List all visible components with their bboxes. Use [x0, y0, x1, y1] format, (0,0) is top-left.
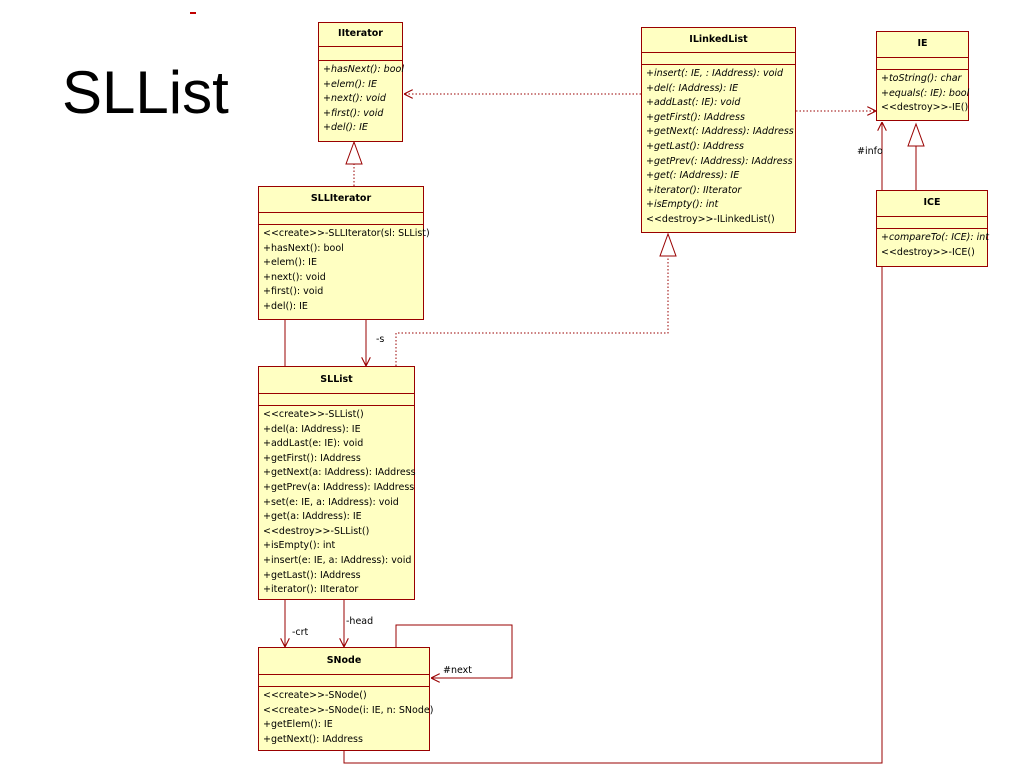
red-dash-mark [190, 12, 196, 14]
operation-item: +getFirst(): IAddress [263, 452, 361, 464]
class-ice-attributes [877, 217, 987, 229]
class-ie[interactable]: IE +toString(): char +equals(: IE): bool <… [876, 31, 969, 121]
class-sllist-attributes [259, 394, 414, 406]
class-ice[interactable]: ICE +compareTo(: ICE): int <<destroy>>-IC… [876, 190, 989, 267]
operation-item: +addLast(e: IE): void [263, 438, 364, 450]
operation-item: +getLast(): IAddress [263, 569, 361, 581]
slide-title: SLList [62, 59, 229, 126]
class-slliterator-name: SLLIterator [259, 187, 423, 213]
operation-item: <<create>>-SLList() [263, 409, 364, 420]
class-iiterator[interactable]: IIterator +hasNext(): bool +elem(): IE +ne… [318, 22, 404, 142]
edge-label-s: -s [376, 334, 385, 345]
operation-item: +get(: IAddress): IE [646, 170, 740, 182]
edge-label-crt: -crt [292, 627, 309, 638]
class-iiterator-operations: +hasNext(): bool +elem(): IE +next(): void… [319, 61, 404, 136]
edge-label-next: #next [443, 665, 473, 676]
class-iiterator-attributes [319, 47, 402, 61]
operation-item: +first(): void [323, 107, 384, 119]
class-ice-name: ICE [877, 191, 987, 217]
operation-item: <<destroy>>-ILinkedList() [646, 213, 775, 225]
realization-triangle-ilinkedlist [659, 232, 677, 257]
operation-item: +insert(e: IE, a: IAddress): void [263, 554, 412, 566]
operation-item: +del(: IAddress): IE [646, 82, 739, 94]
edge-snode-self-next [395, 624, 513, 678]
operation-item: +iterator(): IIterator [646, 184, 742, 196]
operation-item: <<destroy>>-SLList() [263, 525, 370, 537]
operation-item: +getElem(): IE [263, 719, 333, 731]
operation-item: +elem(): IE [323, 78, 377, 90]
operation-item: +getFirst(): IAddress [646, 111, 745, 123]
operation-item: +toString(): char [881, 73, 962, 84]
edge-sllist-realize-ilinkedlist [395, 256, 669, 366]
class-slliterator-operations: <<create>>-SLLIterator(sl: SLList) +hasNe… [259, 225, 430, 315]
class-snode-name: SNode [259, 648, 429, 675]
operation-item: <<destroy>>-ICE() [881, 246, 975, 258]
operation-item: +elem(): IE [263, 257, 317, 269]
edge-label-head: -head [346, 616, 374, 627]
operation-item: +iterator(): IIterator [263, 584, 359, 596]
class-ilinkedlist-operations: +insert(: IE, : IAddress): void +del(: IA… [642, 65, 795, 228]
class-ie-operations: +toString(): char +equals(: IE): bool <<de… [877, 70, 970, 116]
operation-item: <<create>>-SNode() [263, 690, 367, 701]
operation-item: +set(e: IE, a: IAddress): void [263, 496, 399, 508]
operation-item: +insert(: IE, : IAddress): void [646, 68, 784, 79]
operation-item: +next(): void [263, 271, 326, 283]
operation-item: <<create>>-SNode(i: IE, n: SNode) [263, 704, 434, 716]
class-snode-attributes [259, 675, 429, 687]
operation-item: +del(): IE [323, 122, 368, 134]
operation-item: +hasNext(): bool [263, 242, 344, 254]
operation-item: +addLast(: IE): void [646, 97, 741, 109]
realization-triangle-iiterator [345, 140, 363, 165]
class-ie-name: IE [877, 32, 968, 58]
operation-item: +del(a: IAddress): IE [263, 423, 361, 435]
operation-item: +first(): void [263, 286, 324, 298]
class-slliterator-attributes [259, 213, 423, 225]
operation-item: +get(a: IAddress): IE [263, 511, 362, 523]
operation-item: +isEmpty(): int [646, 199, 719, 211]
class-snode[interactable]: SNode <<create>>-SNode()<<create>>-SNode… [258, 647, 434, 751]
operation-item: +next(): void [323, 93, 386, 105]
operation-item: +del(): IE [263, 300, 308, 312]
class-ilinkedlist[interactable]: ILinkedList +insert(: IE, : IAddress): v… [641, 27, 796, 233]
class-iiterator-name: IIterator [319, 23, 402, 47]
operation-item: +getNext(: IAddress): IAddress [646, 126, 794, 138]
class-ilinkedlist-name: ILinkedList [642, 28, 795, 53]
edge-label-info: #info [857, 146, 883, 157]
class-ie-attributes [877, 58, 968, 70]
operation-item: +compareTo(: ICE): int [881, 232, 989, 243]
class-ilinkedlist-attributes [642, 53, 795, 65]
operation-item: +getPrev(a: IAddress): IAddress [263, 481, 415, 493]
edge-snode-ie-info [343, 122, 882, 764]
operation-item: +getPrev(: IAddress): IAddress [646, 155, 793, 167]
operation-item: +equals(: IE): bool [881, 87, 970, 99]
operation-item: <<destroy>>-IE() [881, 102, 969, 114]
operation-item: +getLast(): IAddress [646, 140, 744, 152]
operation-item: +getNext(a: IAddress): IAddress [263, 467, 416, 479]
class-sllist-operations: <<create>>-SLList() +del(a: IAddress): IE… [259, 406, 416, 598]
operation-item: +hasNext(): bool [323, 64, 404, 75]
generalization-triangle-ie [907, 122, 925, 147]
class-sllist[interactable]: SLList <<create>>-SLList() +del(a: IAddre… [258, 366, 416, 600]
class-ice-operations: +compareTo(: ICE): int <<destroy>>-ICE() [877, 229, 989, 260]
operation-item: <<create>>-SLLIterator(sl: SLList) [263, 228, 430, 239]
class-snode-operations: <<create>>-SNode() <<create>>-SNode(i: IE… [259, 687, 434, 747]
class-sllist-name: SLList [259, 367, 414, 394]
class-slliterator[interactable]: SLLIterator <<create>>-SLLIterator(sl: S… [258, 186, 430, 320]
operation-item: +getNext(): IAddress [263, 733, 363, 745]
operation-item: +isEmpty(): int [263, 540, 336, 552]
